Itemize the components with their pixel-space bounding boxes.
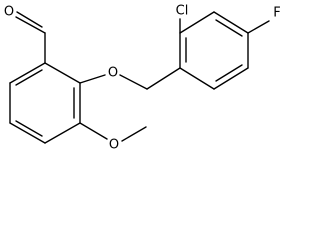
methoxy-group: O bbox=[79, 122, 147, 153]
double-bond-inner bbox=[215, 19, 243, 37]
bond bbox=[79, 122, 108, 140]
bond bbox=[179, 67, 215, 90]
chlorine-label: Cl bbox=[176, 4, 189, 19]
benzene-ring-right bbox=[179, 11, 249, 90]
bond bbox=[179, 11, 215, 34]
bond bbox=[247, 20, 270, 34]
methoxy-oxygen-label: O bbox=[109, 138, 119, 153]
double-bond-inner bbox=[215, 64, 243, 82]
ether-linkage: O bbox=[79, 66, 181, 90]
benzene-ring-left bbox=[9, 62, 81, 144]
bond bbox=[213, 11, 249, 34]
fluoro-substituent: F bbox=[247, 6, 281, 34]
fluorine-label: F bbox=[273, 6, 280, 21]
bond bbox=[119, 74, 148, 90]
chemical-structure: O O O Cl F bbox=[4, 4, 281, 153]
bond bbox=[9, 122, 46, 144]
chloro-substituent: Cl bbox=[176, 4, 189, 34]
aldehyde-oxygen-label: O bbox=[4, 5, 14, 20]
ether-oxygen-label: O bbox=[108, 66, 118, 81]
aldehyde-group: O bbox=[4, 5, 46, 64]
bond bbox=[9, 62, 46, 84]
bond bbox=[213, 67, 249, 90]
bond bbox=[44, 122, 81, 144]
double-bond-inner bbox=[16, 11, 43, 28]
double-bond-inner bbox=[15, 120, 43, 137]
double-bond-inner bbox=[15, 69, 43, 86]
bond bbox=[121, 126, 147, 142]
bond bbox=[44, 62, 81, 84]
bond bbox=[15, 16, 46, 34]
bond bbox=[146, 67, 181, 90]
bond bbox=[79, 74, 106, 84]
